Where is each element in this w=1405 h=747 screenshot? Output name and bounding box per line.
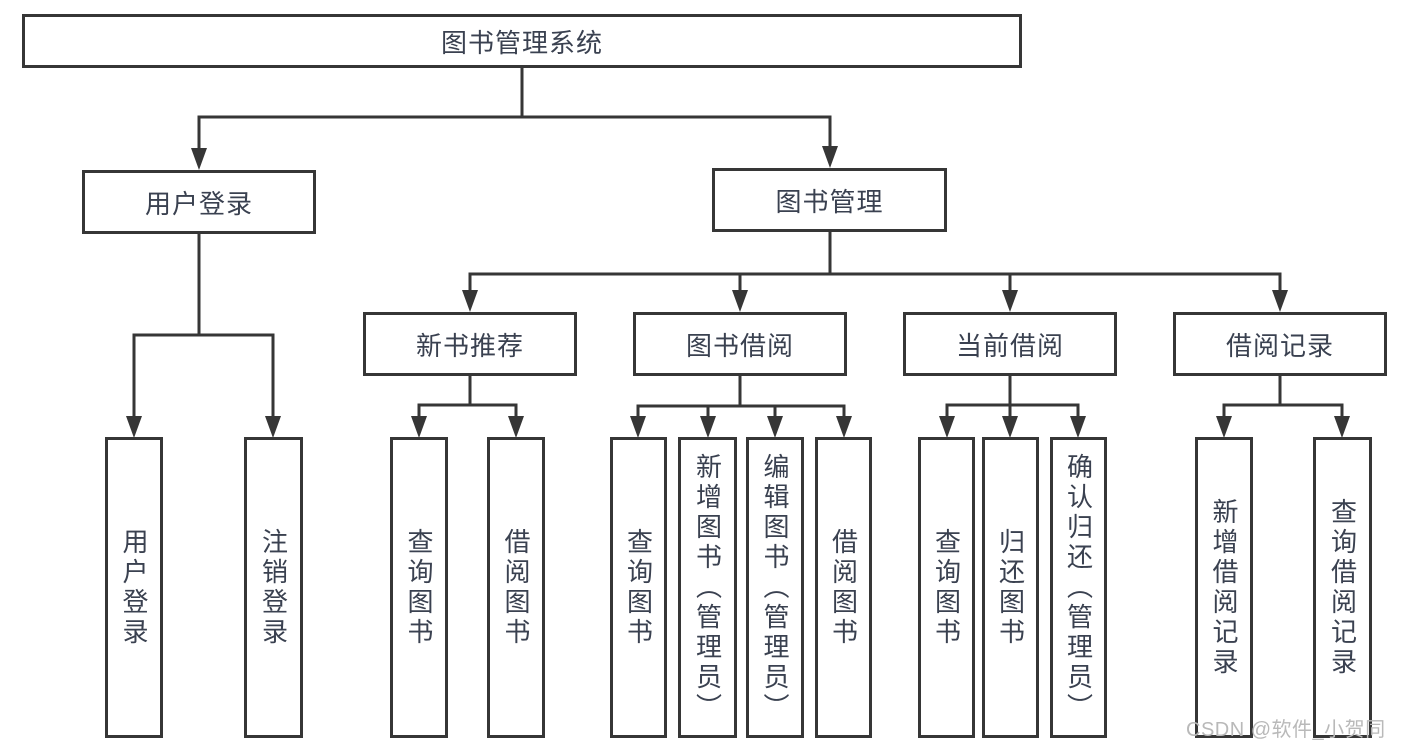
leaf-query-borrow-record: 查询借阅记录 xyxy=(1313,437,1372,738)
leaf-user-login: 用户登录 xyxy=(105,437,163,738)
node-library-management-system: 图书管理系统 xyxy=(22,14,1022,68)
leaf-add-books-admin: 新增图书（管理员） xyxy=(678,437,737,738)
node-new-book-recommendation: 新书推荐 xyxy=(363,312,577,376)
csdn-watermark: CSDN @软件_小贺同学 xyxy=(1186,719,1386,741)
arrowheads xyxy=(126,146,1350,438)
leaf-query-books-current: 查询图书 xyxy=(918,437,975,738)
leaf-borrow-books-borrowing: 借阅图书 xyxy=(815,437,872,738)
node-book-management: 图书管理 xyxy=(712,168,947,232)
leaf-edit-books-admin: 编辑图书（管理员） xyxy=(746,437,804,738)
leaf-confirm-return-admin: 确认归还（管理员） xyxy=(1050,437,1107,738)
leaf-query-books-recommend: 查询图书 xyxy=(390,437,448,738)
node-user-login: 用户登录 xyxy=(82,170,316,234)
tree-connectors xyxy=(132,66,1344,420)
leaf-borrow-books-recommend: 借阅图书 xyxy=(487,437,545,738)
leaf-query-books-borrowing: 查询图书 xyxy=(610,437,667,738)
leaf-add-borrow-record: 新增借阅记录 xyxy=(1195,437,1253,738)
leaf-return-books: 归还图书 xyxy=(982,437,1039,738)
leaf-logout: 注销登录 xyxy=(244,437,303,738)
node-book-borrowing: 图书借阅 xyxy=(633,312,847,376)
node-borrowing-records: 借阅记录 xyxy=(1173,312,1387,376)
node-current-borrowing: 当前借阅 xyxy=(903,312,1117,376)
